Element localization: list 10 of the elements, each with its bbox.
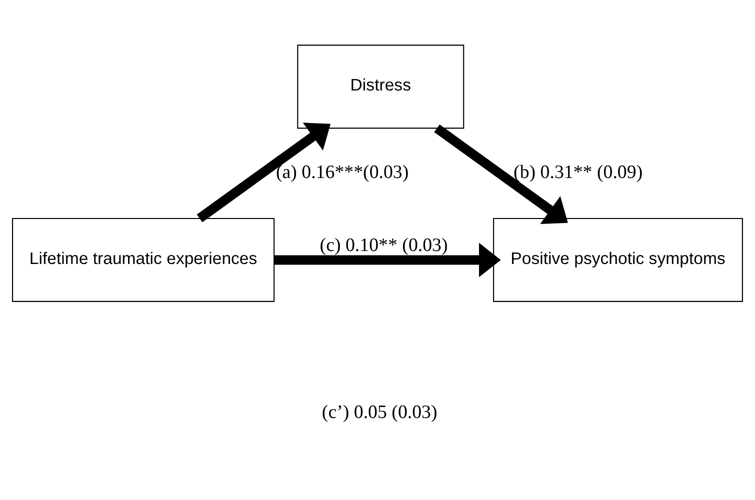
node-box: Positive psychotic symptoms — [493, 218, 743, 302]
edge-label: (c) 0.10** (0.03) — [320, 234, 448, 256]
edge-label: (b) 0.31** (0.09) — [514, 162, 643, 183]
edge-label: (a) 0.16***(0.03) — [276, 162, 409, 183]
arrow — [434, 124, 568, 224]
arrow — [274, 242, 501, 278]
arrow — [196, 122, 331, 222]
node-box: Distress — [297, 44, 464, 129]
label: (c’) 0.05 (0.03) — [322, 402, 438, 423]
node-box: Lifetime traumatic experiences — [12, 218, 275, 302]
